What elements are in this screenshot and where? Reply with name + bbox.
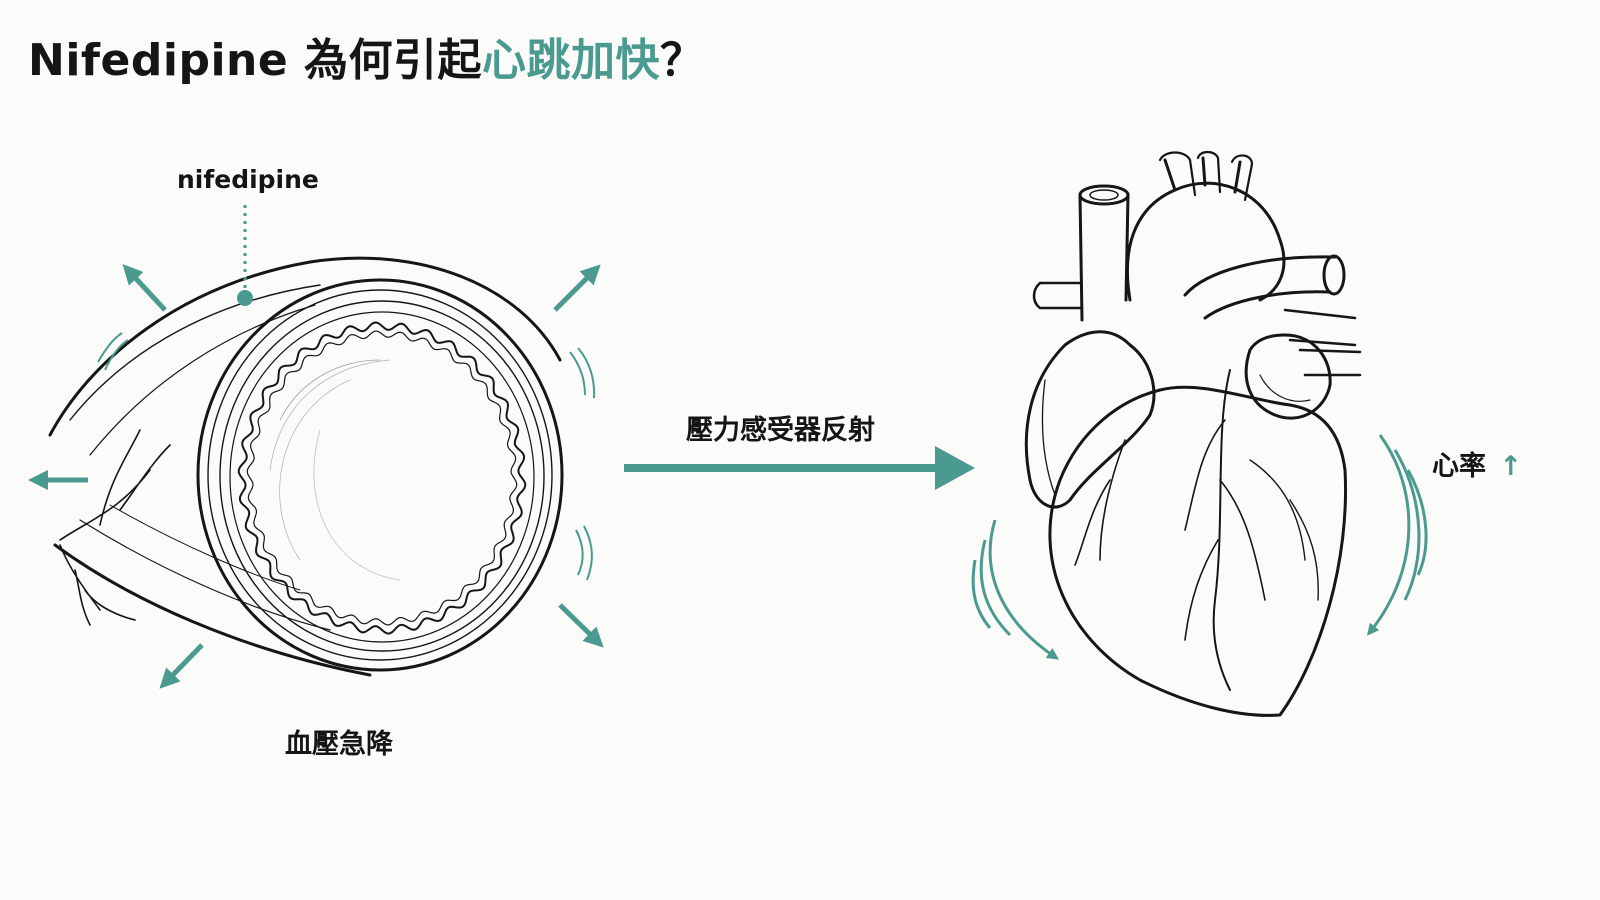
blood-vessel xyxy=(48,256,564,677)
blood-pressure-drop-label: 血壓急降 xyxy=(285,729,393,760)
nifedipine-pointer xyxy=(237,205,253,306)
heart-rate-text: 心率 xyxy=(1432,451,1486,482)
reflex-arrow xyxy=(624,446,975,490)
heart xyxy=(1024,150,1362,717)
heart-beat-arcs xyxy=(971,434,1428,660)
pulse-marks xyxy=(97,332,596,581)
title-highlight: 心跳加快 xyxy=(482,35,661,86)
baroreceptor-reflex-label: 壓力感受器反射 xyxy=(686,415,875,446)
page-title: Nifedipine 為何引起心跳加快？ xyxy=(28,24,705,88)
title-suffix: ？ xyxy=(660,35,705,86)
up-arrow-icon: ↑ xyxy=(1499,451,1523,482)
heart-rate-label: 心率 ↑ xyxy=(1432,444,1522,483)
title-prefix: Nifedipine 為何引起 xyxy=(28,35,483,86)
nifedipine-label: nifedipine xyxy=(177,165,319,194)
dilation-arrows xyxy=(28,264,604,689)
